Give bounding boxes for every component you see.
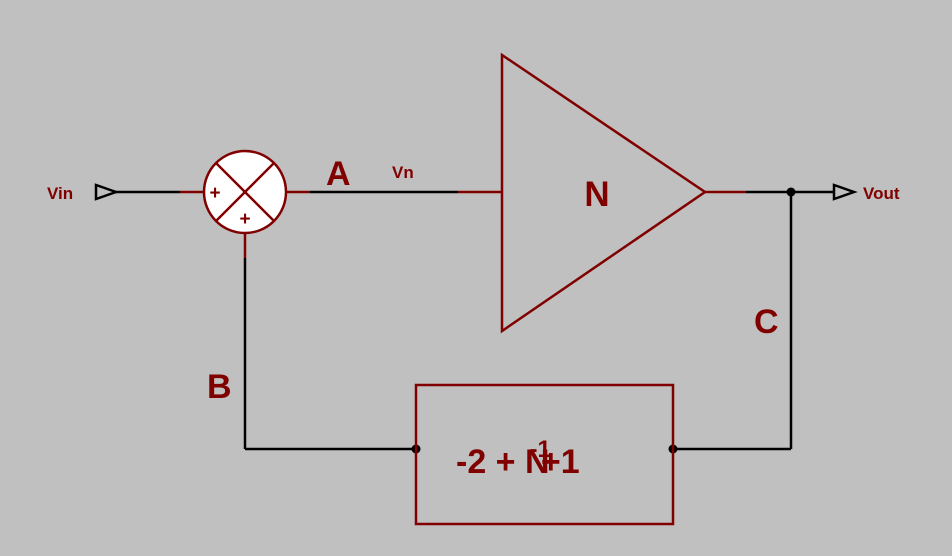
- feedback-block: -2 + N-1+1: [414, 383, 675, 526]
- output-port-label: Vout: [863, 184, 900, 203]
- feedback-box: [414, 383, 675, 526]
- amplifier-gain-label: N: [584, 175, 609, 214]
- node-label-c: C: [754, 303, 779, 341]
- net-label-vn: Vn: [392, 163, 414, 182]
- feedback-expr-exponent: -1: [530, 436, 551, 463]
- amplifier-triangle: [500, 52, 708, 334]
- feedback-expression: -2 + N-1+1: [456, 436, 580, 481]
- wires: [116, 190, 834, 451]
- input-port: Vin: [47, 183, 120, 203]
- output-port: Vout: [832, 183, 900, 203]
- feedback-expr-before: -2 + N: [456, 443, 550, 481]
- summing-junction: + +: [202, 149, 288, 235]
- summer-sign-left: +: [209, 183, 220, 204]
- output-port-arrow-icon: [832, 183, 858, 201]
- input-port-arrow-icon: [94, 183, 120, 201]
- input-port-label: Vin: [47, 184, 73, 203]
- feedback-expr-after: +1: [541, 443, 580, 481]
- summer-sign-bottom: +: [239, 209, 250, 230]
- pin-stubs: [180, 190, 746, 258]
- summer-cross-2: [215, 162, 275, 222]
- node-label-a: A: [326, 155, 351, 193]
- node-label-b: B: [207, 368, 232, 406]
- amplifier: N: [500, 52, 708, 334]
- junctions: [411, 187, 796, 454]
- junction-c: [786, 187, 796, 197]
